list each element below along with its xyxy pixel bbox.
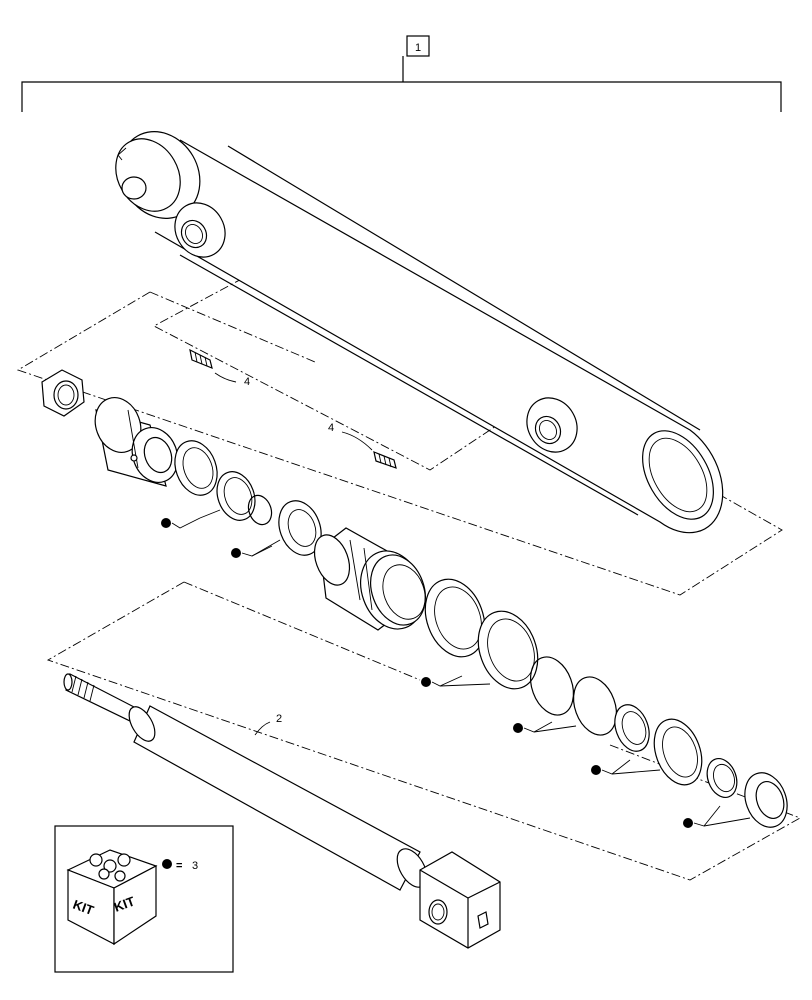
- callout-1: 1: [415, 42, 421, 54]
- kit-dot: [162, 859, 172, 869]
- seal-set-3: [591, 704, 788, 828]
- kit-legend: KIT KIT = 3: [54, 825, 234, 973]
- callout-4-upper: 4: [244, 376, 250, 388]
- callout-4-lower: 4: [328, 422, 334, 434]
- piston-rod: 2: [63, 673, 501, 949]
- assembly-bracket: 1: [21, 35, 782, 112]
- kit-dot: [161, 518, 171, 528]
- kit-label-left: KIT: [71, 897, 96, 918]
- grease-fitting-upper: 4: [189, 348, 250, 388]
- piston: [313, 527, 426, 631]
- kit-equals: =: [176, 860, 182, 872]
- kit-dot: [513, 723, 523, 733]
- cylinder-barrel: [115, 131, 724, 534]
- kit-dot: [231, 548, 241, 558]
- callout-2: 2: [276, 713, 282, 725]
- seal-set-1: [161, 440, 322, 558]
- grease-fitting-lower: 4: [328, 422, 397, 469]
- callout-3: 3: [192, 860, 198, 872]
- hex-nut: [41, 369, 85, 417]
- gland: [94, 397, 179, 487]
- kit-dot: [421, 677, 431, 687]
- kit-icon: KIT KIT: [66, 849, 158, 946]
- seal-set-2: [421, 578, 618, 736]
- kit-label-right: KIT: [112, 894, 137, 915]
- kit-dot: [683, 818, 693, 828]
- kit-dot: [591, 765, 601, 775]
